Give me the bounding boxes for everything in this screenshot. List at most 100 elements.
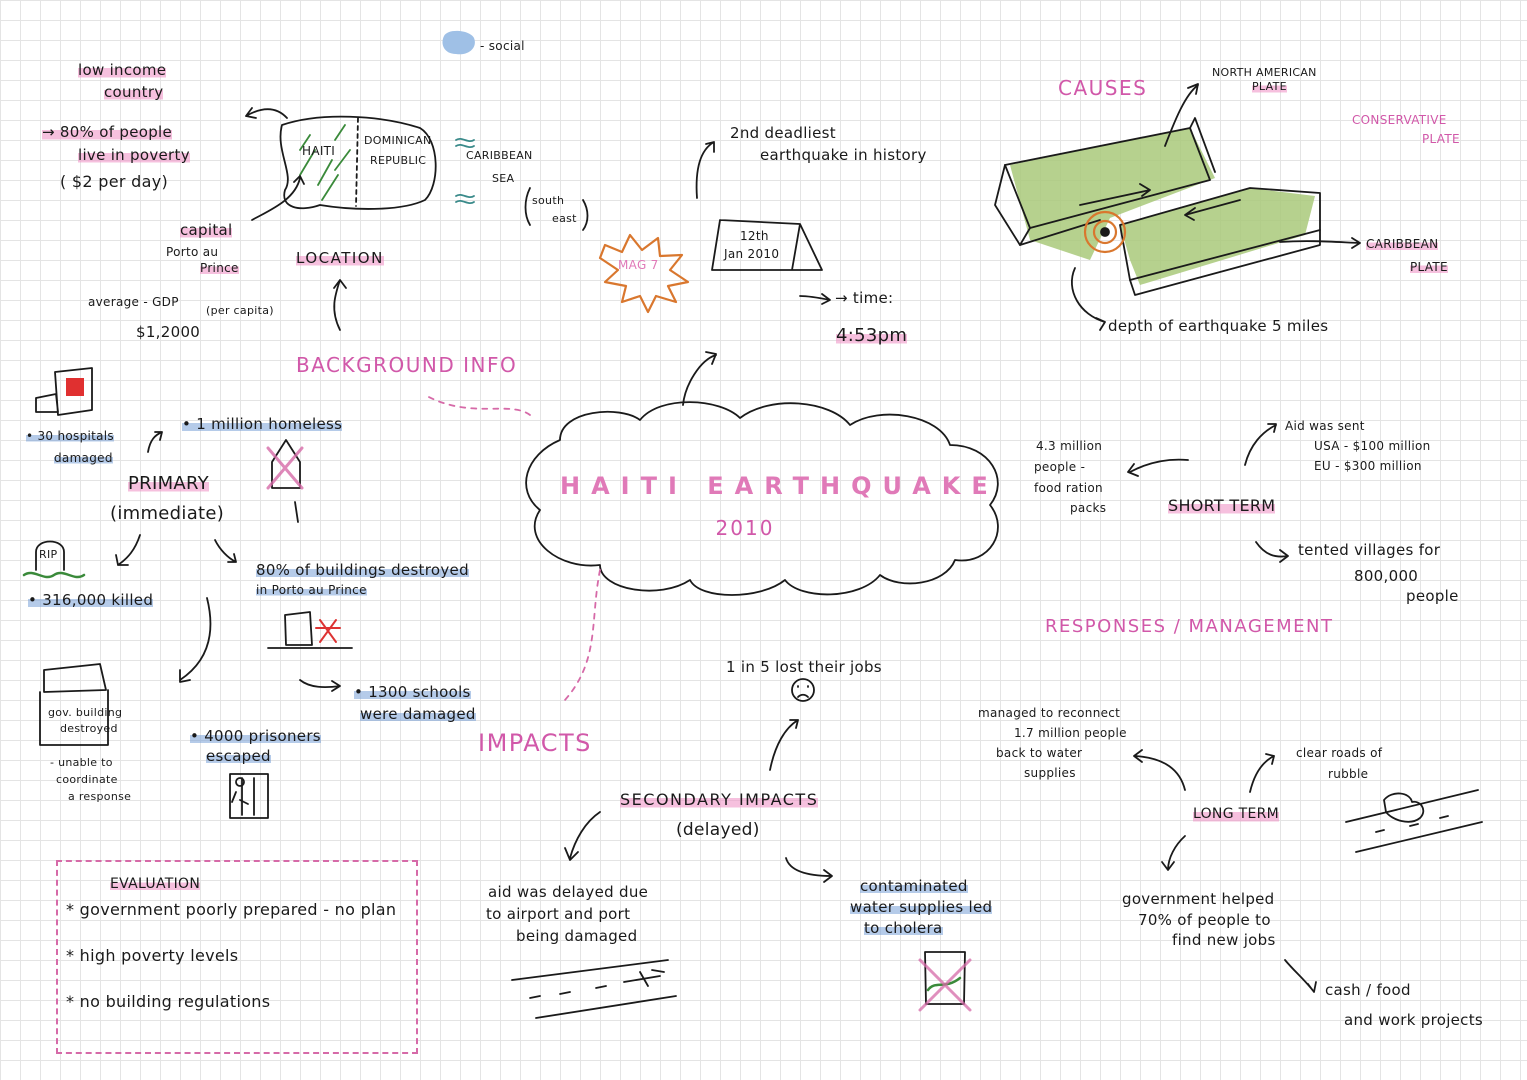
rubble-icon bbox=[1383, 792, 1425, 823]
evaluation-box bbox=[56, 860, 418, 1054]
heading-short-term: SHORT TERM bbox=[1168, 496, 1276, 516]
heading-impacts: IMPACTS bbox=[478, 729, 592, 757]
conservative-plate-2: PLATE bbox=[1422, 132, 1460, 146]
map-label-haiti: HAITI bbox=[302, 144, 336, 158]
heading-secondary-sub: (delayed) bbox=[676, 820, 760, 840]
time-value: 4:53pm bbox=[836, 325, 908, 346]
prisoners-line-2: escaped bbox=[206, 746, 271, 766]
social-legend-swatch bbox=[442, 30, 475, 55]
food-packs-line-3: food ration bbox=[1034, 481, 1103, 495]
gdp-line-1: average - GDP bbox=[88, 295, 179, 309]
poverty-line-2: live in poverty bbox=[78, 145, 190, 165]
deadliest-line-1: 2nd deadliest bbox=[730, 124, 836, 142]
magnitude-label: MAG 7 bbox=[618, 258, 659, 272]
schools-line-2: were damaged bbox=[360, 704, 476, 724]
food-packs-line-4: packs bbox=[1070, 501, 1107, 515]
date-line-1: 12th bbox=[740, 229, 769, 243]
tented-villages-line-3: people bbox=[1406, 587, 1459, 605]
caribbean-plate-1: CARIBBEAN bbox=[1366, 236, 1439, 252]
time-label: → time: bbox=[835, 289, 894, 307]
legend-social-label: - social bbox=[480, 39, 525, 53]
buildings-line-2: in Porto au Prince bbox=[256, 582, 367, 598]
food-packs-line-2: people - bbox=[1034, 460, 1086, 474]
hospital-icon bbox=[35, 367, 93, 416]
runway-icon bbox=[511, 959, 677, 1019]
map-year: 2010 bbox=[715, 516, 775, 540]
gov-building-icon bbox=[39, 663, 109, 746]
gov-building-line-2: destroyed bbox=[60, 722, 118, 735]
killed-stat: • 316,000 killed bbox=[28, 590, 154, 610]
prisoners-line-1: • 4000 prisoners bbox=[190, 726, 321, 746]
coordinate-line-2: coordinate bbox=[56, 773, 118, 786]
deadliest-line-2: earthquake in history bbox=[760, 146, 927, 164]
sea-label-1: CARIBBEAN bbox=[466, 149, 533, 162]
tented-villages-line-1: tented villages for bbox=[1298, 541, 1441, 559]
aid-delayed-line-3: being damaged bbox=[516, 927, 638, 945]
heading-background-info: BACKGROUND INFO bbox=[296, 353, 518, 377]
aid-sent-line-2: USA - $100 million bbox=[1314, 439, 1431, 453]
heading-responses: RESPONSES / MANAGEMENT bbox=[1045, 616, 1334, 637]
heading-causes: CAUSES bbox=[1058, 76, 1148, 100]
gdp-per-capita: (per capita) bbox=[206, 304, 274, 317]
destroyed-building-icon bbox=[267, 611, 353, 649]
clear-roads-line-1: clear roads of bbox=[1296, 746, 1383, 760]
water-reconnect-line-3: back to water bbox=[996, 746, 1083, 760]
tectonic-plates-diagram bbox=[994, 83, 1361, 331]
heading-primary: PRIMARY bbox=[128, 473, 209, 494]
heading-secondary: SECONDARY IMPACTS bbox=[620, 790, 819, 810]
cholera-line-3: to cholera bbox=[864, 918, 943, 938]
cash-food-line-2: and work projects bbox=[1344, 1011, 1484, 1029]
road-icon bbox=[1345, 789, 1483, 853]
low-income-line-1: low income bbox=[78, 60, 167, 80]
haiti-map bbox=[279, 115, 437, 210]
water-reconnect-line-4: supplies bbox=[1024, 766, 1076, 780]
gdp-line-2: $1,2000 bbox=[136, 323, 201, 341]
caribbean-plate-2: PLATE bbox=[1410, 259, 1448, 275]
new-jobs-line-2: 70% of people to bbox=[1138, 911, 1271, 929]
capital-line-1: capital bbox=[180, 220, 233, 240]
buildings-line-1: 80% of buildings destroyed bbox=[256, 560, 469, 580]
poverty-line-3: ( $2 per day) bbox=[60, 172, 169, 191]
cholera-line-1: contaminated bbox=[860, 876, 968, 896]
water-reconnect-line-1: managed to reconnect bbox=[978, 706, 1121, 720]
date-line-2: Jan 2010 bbox=[724, 247, 780, 261]
jobs-lost-stat: 1 in 5 lost their jobs bbox=[726, 658, 882, 676]
conservative-plate-1: CONSERVATIVE bbox=[1352, 113, 1447, 127]
south-east-line-2: east bbox=[552, 212, 577, 225]
map-title: HAITI EARTHQUAKE bbox=[560, 472, 999, 500]
jail-icon bbox=[229, 773, 269, 819]
new-jobs-line-3: find new jobs bbox=[1172, 931, 1276, 949]
north-american-plate-2: PLATE bbox=[1252, 80, 1287, 94]
heading-primary-sub: (immediate) bbox=[110, 503, 225, 524]
hospitals-line-2: damaged bbox=[54, 450, 113, 466]
gravestone-icon bbox=[35, 540, 65, 571]
low-income-line-2: country bbox=[104, 82, 164, 102]
aid-sent-line-1: Aid was sent bbox=[1285, 419, 1365, 433]
central-cloud bbox=[525, 401, 999, 596]
south-east-line-1: south bbox=[532, 194, 565, 207]
clear-roads-line-2: rubble bbox=[1328, 767, 1369, 781]
gov-building-line-1: gov. building bbox=[48, 706, 123, 719]
map-label-dr-1: DOMINICAN bbox=[364, 134, 432, 147]
rip-label: RIP bbox=[39, 548, 58, 561]
poverty-line-1: → 80% of people bbox=[42, 122, 173, 142]
capital-line-3: Prince bbox=[200, 260, 239, 276]
heading-location: LOCATION bbox=[296, 248, 384, 268]
schools-line-1: • 1300 schools bbox=[354, 682, 471, 702]
earthquake-depth: depth of earthquake 5 miles bbox=[1108, 317, 1329, 335]
heading-long-term: LONG TERM bbox=[1193, 804, 1279, 824]
evaluation-item-3: * no building regulations bbox=[66, 992, 271, 1011]
homeless-stat: • 1 million homeless bbox=[182, 414, 343, 434]
new-jobs-line-1: government helped bbox=[1122, 890, 1275, 908]
map-label-dr-2: REPUBLIC bbox=[370, 154, 427, 167]
aid-sent-line-3: EU - $300 million bbox=[1314, 459, 1422, 473]
north-american-plate-1: NORTH AMERICAN bbox=[1212, 66, 1317, 79]
heading-evaluation: EVALUATION bbox=[110, 876, 201, 892]
hospitals-line-1: • 30 hospitals bbox=[26, 428, 114, 444]
calendar-icon bbox=[711, 219, 823, 271]
cash-food-line-1: cash / food bbox=[1325, 981, 1411, 999]
capital-line-2: Porto au bbox=[166, 245, 219, 259]
airplane-icon bbox=[623, 969, 665, 987]
magnitude-star-icon bbox=[598, 233, 690, 314]
food-packs-line-1: 4.3 million bbox=[1036, 439, 1103, 453]
